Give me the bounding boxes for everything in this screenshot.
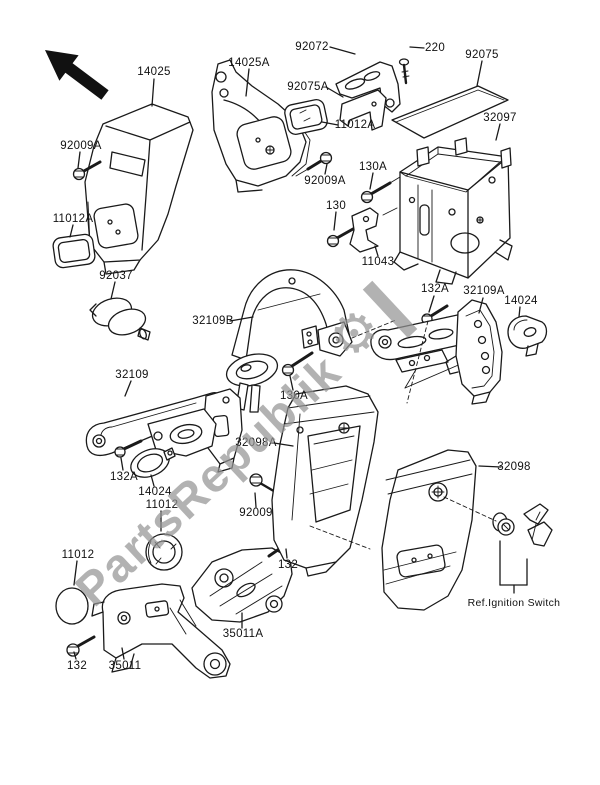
- part-label-32109b-15: 32109B: [192, 315, 234, 327]
- direction-arrow-icon: [45, 50, 109, 100]
- part-label-14024-23: 14024: [138, 486, 172, 498]
- part-label-92075a-5: 92075A: [287, 81, 329, 93]
- ref-ignition-switch-note: Ref.Ignition Switch: [467, 597, 561, 609]
- part-label-11012a-6: 11012A: [334, 119, 376, 131]
- part-label-92072-2: 92072: [295, 41, 329, 53]
- part-14025a-drawing: [211, 59, 311, 193]
- part-label-130-11: 130: [325, 200, 347, 212]
- part-130a-top-drawing: [360, 176, 401, 204]
- part-label-14024-19: 14024: [504, 295, 538, 307]
- part-label-14025-0: 14025: [137, 66, 171, 78]
- part-35011-drawing: [91, 583, 231, 679]
- part-32109b-drawing: [225, 269, 353, 413]
- part-35011a-drawing: [191, 547, 293, 623]
- part-32109a-drawing: [370, 299, 503, 405]
- part-32098a-drawing: [271, 385, 379, 577]
- part-label-132a-17: 132A: [420, 283, 450, 295]
- part-11012a-right-drawing: [284, 99, 328, 135]
- part-130a-mid-drawing: [281, 351, 314, 377]
- part-label-11012-25: 11012: [61, 549, 95, 561]
- part-11012a-left-drawing: [52, 233, 96, 269]
- part-130-drawing: [326, 227, 355, 248]
- part-92009a-left-drawing: [72, 160, 102, 181]
- part-label-130a-10: 130A: [358, 161, 388, 173]
- part-label-11043-12: 11043: [361, 256, 395, 268]
- part-label-32097-7: 32097: [483, 112, 517, 124]
- part-label-92009a-9: 92009A: [304, 175, 346, 187]
- part-92037-drawing: [89, 297, 151, 341]
- part-14024-left-drawing: [130, 447, 176, 478]
- part-label-32098a-21: 32098A: [235, 437, 277, 449]
- part-92075-drawing: [391, 85, 509, 139]
- part-11043-drawing: [349, 207, 398, 253]
- part-label-11012a-13: 11012A: [52, 213, 94, 225]
- part-92009a-right-drawing: [295, 151, 333, 177]
- part-11012-cap-drawing: [55, 587, 89, 625]
- part-32097-drawing: [393, 137, 513, 285]
- ignition-switch-drawing: [492, 503, 553, 547]
- part-220-drawing: [398, 58, 410, 85]
- leader-lines: [69, 46, 521, 660]
- part-14024-right-drawing: [507, 315, 548, 357]
- part-label-11012-24: 11012: [145, 499, 179, 511]
- part-label-35011-29: 35011: [108, 660, 142, 672]
- part-label-92009-26: 92009: [239, 507, 273, 519]
- part-label-92037-14: 92037: [99, 270, 133, 282]
- part-132a-left-drawing: [114, 439, 143, 458]
- part-label-92009a-8: 92009A: [60, 140, 102, 152]
- part-label-32109-20: 32109: [115, 369, 149, 381]
- part-label-220-3: 220: [424, 42, 446, 54]
- part-label-132a-22: 132A: [109, 471, 139, 483]
- ref-bracket-lines: [499, 540, 528, 594]
- part-label-132-28: 132: [66, 660, 88, 672]
- part-label-130a-16: 130A: [279, 390, 309, 402]
- part-132-bottom-left-drawing: [66, 635, 96, 657]
- part-label-92075-4: 92075: [465, 49, 499, 61]
- part-label-32109a-18: 32109A: [463, 285, 505, 297]
- part-92075a-drawing: [339, 89, 387, 131]
- part-14025-drawing: [84, 103, 194, 275]
- part-32109-drawing: [85, 388, 243, 473]
- part-label-35011a-30: 35011A: [222, 628, 264, 640]
- part-32098-drawing: [381, 449, 477, 611]
- part-11012-ring-drawing: [145, 533, 183, 571]
- part-label-14025a-1: 14025A: [228, 57, 270, 69]
- part-label-132-27: 132: [277, 559, 299, 571]
- part-label-32098-31: 32098: [497, 461, 531, 473]
